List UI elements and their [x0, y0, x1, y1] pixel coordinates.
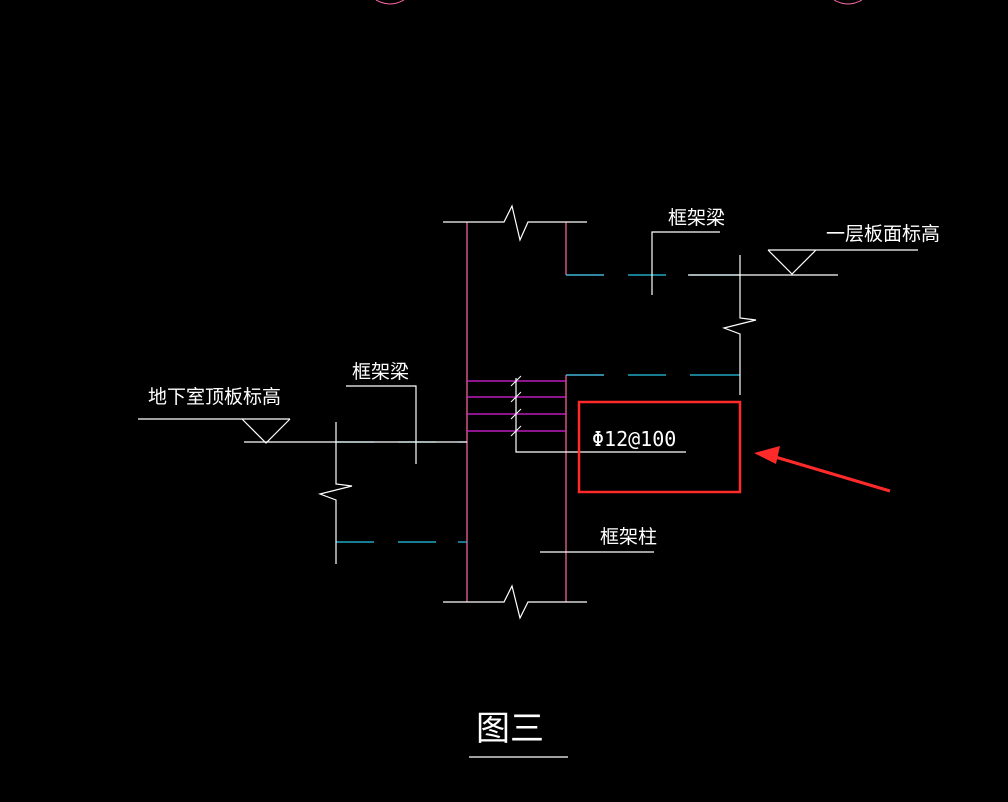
frame-beam-lower-leader — [346, 385, 417, 464]
first-floor-elevation-label: 一层板面标高 — [826, 223, 940, 245]
rebar-spec-highlight-box — [577, 400, 742, 494]
lower-slab-lines — [336, 441, 467, 543]
upper-slab-break — [721, 255, 757, 395]
frame-beam-upper-leader — [651, 231, 720, 295]
basement-roof-elevation-marker — [138, 418, 291, 444]
frame-column-label: 框架柱 — [600, 526, 657, 548]
column-outline — [466, 222, 604, 602]
first-floor-elevation-marker — [767, 249, 918, 275]
frame-beam-upper-label: 框架梁 — [668, 207, 725, 229]
figure-title: 图三 — [476, 709, 544, 749]
upper-slab-lines — [566, 274, 740, 376]
frame-beam-lower-label: 框架梁 — [352, 361, 409, 383]
top-arc-right — [833, 0, 863, 5]
rebar-spec-label: Φ12@100 — [592, 427, 676, 451]
basement-roof-elevation-label: 地下室顶板标高 — [148, 386, 281, 408]
rebar-spec-leader — [515, 378, 686, 453]
lower-slab-break — [317, 422, 353, 564]
top-arc-left — [375, 0, 405, 5]
bottom-break-line — [443, 584, 587, 620]
top-break-line — [443, 204, 587, 242]
pointer-arrow — [754, 446, 891, 493]
